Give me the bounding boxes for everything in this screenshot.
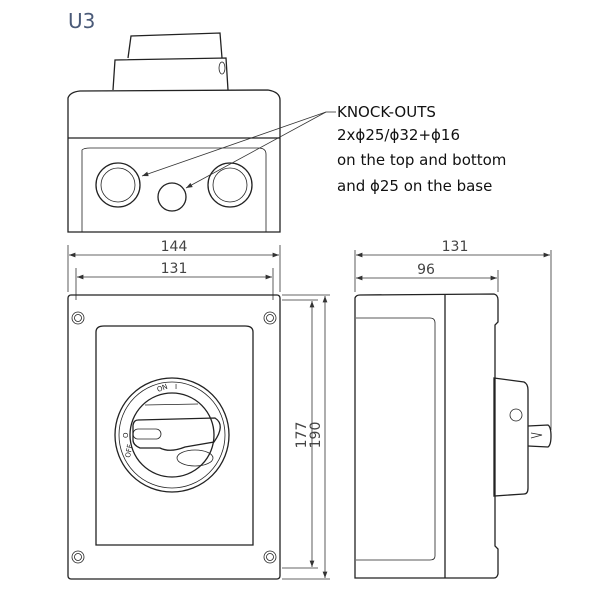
screw-icon — [71, 550, 85, 564]
enclosure-body — [67, 89, 281, 233]
front-panel — [95, 325, 254, 546]
dim-label: 177 — [294, 422, 310, 449]
lock-hole-side — [509, 408, 523, 422]
enclosure-front — [67, 294, 281, 580]
side-recess — [356, 317, 436, 561]
shaft — [527, 424, 552, 448]
front-view: 144 131 ON I O OFF 177 190 — [67, 239, 330, 580]
model-title: U3 — [68, 9, 95, 33]
rotary-switch: ON I O OFF — [114, 377, 230, 493]
note-line: and ϕ25 on the base — [337, 177, 492, 195]
leader-line — [185, 111, 327, 189]
note-line: KNOCK-OUTS — [337, 103, 436, 121]
switch-handle — [132, 417, 221, 451]
note-line: on the top and bottom — [337, 151, 506, 169]
screw-icon — [263, 311, 277, 325]
off-label: OFF — [124, 444, 134, 459]
enclosure-side — [354, 293, 499, 579]
handle-top — [127, 32, 223, 59]
recess — [81, 147, 267, 232]
on-label: ON — [156, 383, 169, 394]
lock-hole — [218, 61, 226, 75]
screw-icon — [71, 311, 85, 325]
top-view — [67, 32, 336, 233]
knockout-note: KNOCK-OUTS 2xϕ25/ϕ32+ϕ16 on the top and … — [337, 103, 506, 195]
leader-line — [141, 111, 327, 177]
dim-label: 96 — [417, 262, 435, 278]
knockout-left — [95, 162, 141, 208]
side-view: 131 96 — [354, 239, 552, 579]
on-symbol: I — [175, 383, 177, 391]
dim-label: 190 — [308, 422, 324, 449]
knob-base — [112, 57, 229, 91]
dim-label: 131 — [161, 261, 188, 277]
dim-label: 131 — [442, 239, 469, 255]
note-line: 2xϕ25/ϕ32+ϕ16 — [337, 126, 460, 144]
knockout-small — [157, 182, 187, 212]
off-symbol: O — [122, 432, 130, 438]
dim-label: 144 — [161, 239, 188, 255]
switch-side — [493, 377, 529, 497]
knockout-right — [207, 162, 253, 208]
screw-icon — [263, 550, 277, 564]
